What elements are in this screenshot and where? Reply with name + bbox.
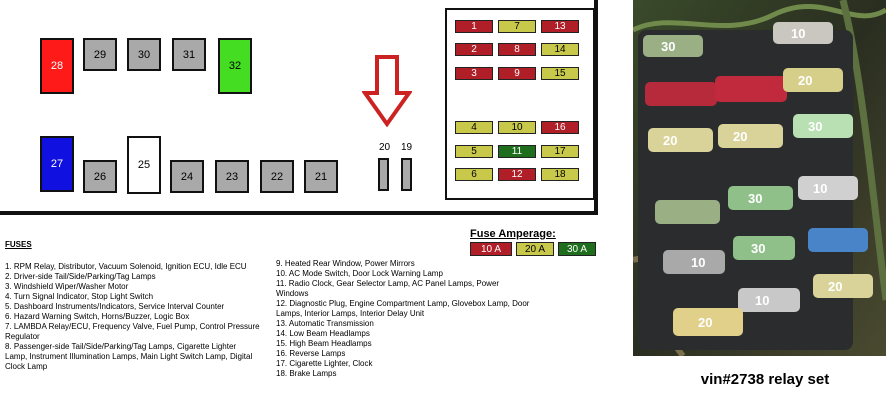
fuse-6: 6 <box>455 168 493 181</box>
relay-23: 23 <box>215 160 249 193</box>
fuse-list-item: 10. AC Mode Switch, Door Lock Warning La… <box>276 269 443 278</box>
relay-24: 24 <box>170 160 204 193</box>
fuse-14: 14 <box>541 43 579 56</box>
relay-22: 22 <box>260 160 294 193</box>
fuse-5: 5 <box>455 145 493 158</box>
photo-fuse-label: 30 <box>808 119 822 134</box>
fuse-list-item: 14. Low Beam Headlamps <box>276 329 370 338</box>
photo-fuse-label: 10 <box>791 26 805 41</box>
fuse-list-item: 9. Heated Rear Window, Power Mirrors <box>276 259 415 268</box>
fuse-11: 11 <box>498 145 536 158</box>
arrow-down-icon <box>362 55 412 127</box>
fuse-list-left: 1. RPM Relay, Distributor, Vacuum Soleno… <box>5 262 260 372</box>
relay-22-label: 22 <box>270 170 284 183</box>
photo-fuse-label: 10 <box>755 293 769 308</box>
fuse-list-item: 18. Brake Lamps <box>276 369 337 378</box>
fuse-list-item: 5. Dashboard Instruments/Indicators, Ser… <box>5 302 225 311</box>
photo-fuse-label: 30 <box>748 191 762 206</box>
relay-24-label: 24 <box>180 170 194 183</box>
amp-20a: 20 A <box>516 242 554 256</box>
photo-fuse-label: 20 <box>698 315 712 330</box>
relay-19-label: 19 <box>401 142 413 153</box>
relay-26: 26 <box>83 160 117 193</box>
relay-30: 30 <box>127 38 161 71</box>
amp-30a: 30 A <box>558 242 596 256</box>
relay-25: 25 <box>127 136 161 194</box>
relay-27-label: 27 <box>50 158 64 170</box>
photo-fuse-label: 20 <box>828 279 842 294</box>
relay-21-label: 21 <box>314 170 328 183</box>
fuse-13: 13 <box>541 20 579 33</box>
fuse-list-item: 3. Windshield Wiper/Washer Motor <box>5 282 129 291</box>
photo-fuse-label: 10 <box>813 181 827 196</box>
fuse-9: 9 <box>498 67 536 80</box>
amp-10a: 10 A <box>470 242 512 256</box>
fuse-list-item: 7. LAMBDA Relay/ECU, Frequency Valve, Fu… <box>5 322 260 341</box>
relay-29: 29 <box>83 38 117 71</box>
relay-32-label: 32 <box>228 60 242 72</box>
photo-fuse-label: 10 <box>691 255 705 270</box>
relay-21: 21 <box>304 160 338 193</box>
photo-caption: vin#2738 relay set <box>700 371 830 388</box>
fuse-7: 7 <box>498 20 536 33</box>
relay-29-label: 29 <box>93 48 107 61</box>
relay-25-label: 25 <box>137 159 151 171</box>
relay-26-label: 26 <box>93 170 107 183</box>
fuse-list-item: 17. Cigarette Lighter, Clock <box>276 359 373 368</box>
fuse-8: 8 <box>498 43 536 56</box>
fuse-16: 16 <box>541 121 579 134</box>
photo-fuse-label: 20 <box>733 129 747 144</box>
relay-20-label: 20 <box>379 142 391 153</box>
relay-28-label: 28 <box>50 60 64 72</box>
fuse-list-item: 2. Driver-side Tail/Side/Parking/Tag Lam… <box>5 272 156 281</box>
legend-title: Fuse Amperage: <box>470 228 556 240</box>
fuse-list-item: 11. Radio Clock, Gear Selector Lamp, AC … <box>276 279 500 298</box>
fuses-title: FUSES <box>5 240 32 249</box>
fuse-list-item: 4. Turn Signal Indicator, Stop Light Swi… <box>5 292 154 301</box>
fuse-list-item: 12. Diagnostic Plug, Engine Compartment … <box>276 299 530 318</box>
photo-fuse-label: 20 <box>663 133 677 148</box>
relay-19-slot <box>401 158 412 191</box>
relay-32: 32 <box>218 38 252 94</box>
fuse-10: 10 <box>498 121 536 134</box>
fuse-3: 3 <box>455 67 493 80</box>
photo-fuse-label: 30 <box>751 241 765 256</box>
photo-fuse-label: 30 <box>661 39 675 54</box>
relay-31: 31 <box>172 38 206 71</box>
fuse-17: 17 <box>541 145 579 158</box>
fuse-list-item: 6. Hazard Warning Switch, Horns/Buzzer, … <box>5 312 190 321</box>
relay-27: 27 <box>40 136 74 192</box>
relay-31-label: 31 <box>182 48 196 61</box>
relay-23-label: 23 <box>225 170 239 183</box>
relay-20-slot <box>378 158 389 191</box>
photo-fuse-label: 20 <box>798 73 812 88</box>
fuse-18: 18 <box>541 168 579 181</box>
fuse-15: 15 <box>541 67 579 80</box>
relay-set-photo: 30 10 20 20 20 30 30 10 10 30 10 20 20 <box>633 0 886 356</box>
fuse-list-item: 13. Automatic Transmission <box>276 319 374 328</box>
fuse-4: 4 <box>455 121 493 134</box>
fuse-2: 2 <box>455 43 493 56</box>
fuse-1: 1 <box>455 20 493 33</box>
relay-28: 28 <box>40 38 74 94</box>
relay-panel-diagram <box>0 0 598 215</box>
relay-30-label: 30 <box>137 48 151 61</box>
fuse-list-item: 16. Reverse Lamps <box>276 349 346 358</box>
fuse-list-item: 1. RPM Relay, Distributor, Vacuum Soleno… <box>5 262 247 271</box>
fuse-list-item: 8. Passenger-side Tail/Side/Parking/Tag … <box>5 342 253 371</box>
fuse-list-item: 15. High Beam Headlamps <box>276 339 372 348</box>
fuse-12: 12 <box>498 168 536 181</box>
